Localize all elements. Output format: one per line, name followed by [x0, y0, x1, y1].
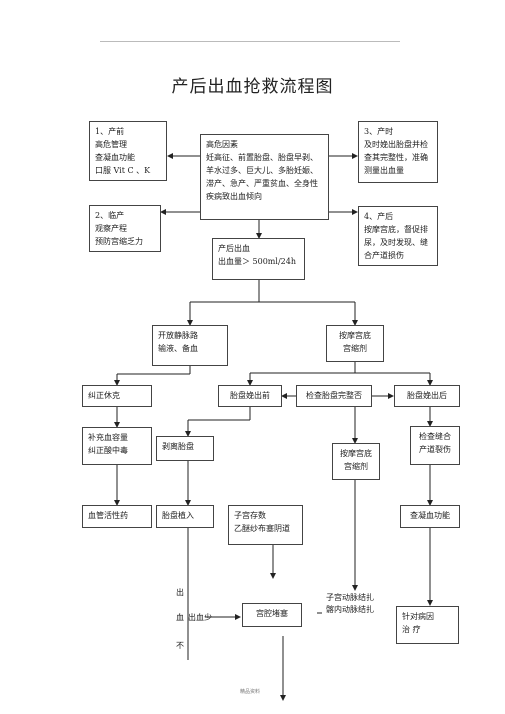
- packing-box: 子宫存数 乙醚纱布塞阴道: [228, 505, 303, 545]
- risk-factors-box: 高危因素 妊高征、前置胎盘、胎盘早剥、羊水过多、巨大儿、多胎妊娠、滞产、急产、严…: [200, 134, 329, 220]
- pph-box: 产后出血 出血量＞ 500ml/24h: [212, 238, 305, 280]
- header-rule: [100, 41, 400, 42]
- uterine-massage-box: 按摩宫底 宫缩剂: [326, 325, 384, 362]
- antenatal-box: 1、产前 高危管理 查凝血功能 口服 Vit C 、K: [89, 121, 167, 181]
- intrapartum-box: 3、产时 及时娩出胎盘并检查其完整性，准确测量出血量: [358, 121, 438, 183]
- before-delivery-box: 胎盘娩出前: [218, 385, 282, 407]
- treat-cause-box: 针对病因 治 疗: [396, 606, 459, 644]
- suture-box: 检查缝合 产道裂伤: [410, 426, 460, 465]
- iv-access-box: 开放静脉路 输液、备血: [152, 325, 228, 366]
- volume-box: 补充血容量 纠正酸中毒: [82, 427, 152, 465]
- side-text-top: 出: [176, 588, 184, 597]
- ligation-text: 子宫动脉结扎 髂内动脉结扎: [326, 593, 374, 614]
- side-text-row: 出血少: [188, 613, 212, 622]
- check-placenta-box: 检查胎盘完整否: [296, 385, 372, 407]
- side-text-mid: 血: [176, 613, 184, 622]
- side-text-bottom: 不: [176, 641, 184, 650]
- postpartum-box: 4、产后 按摩宫底，督促排尿，及时发现、缝合产道损伤: [358, 206, 438, 266]
- after-delivery-box: 胎盘娩出后: [394, 385, 460, 407]
- massage-oxytocin-box: 按摩宫底 宫缩剂: [332, 443, 380, 480]
- page-title: 产后出血抢救流程图: [171, 77, 334, 97]
- labor-box: 2、临产 观察产程 预防宫缩乏力: [89, 205, 161, 252]
- shock-box: 纠正休克: [82, 385, 152, 407]
- peel-placenta-box: 剥离胎盘: [156, 436, 214, 461]
- placenta-accreta-box: 胎盘植入: [156, 505, 214, 528]
- vasoactive-box: 血管活性药: [82, 505, 152, 528]
- footer-text: 精品资料: [240, 689, 261, 695]
- hysterectomy-box: 宫腔堵塞: [242, 603, 302, 627]
- coagulation-box: 查凝血功能: [400, 505, 460, 528]
